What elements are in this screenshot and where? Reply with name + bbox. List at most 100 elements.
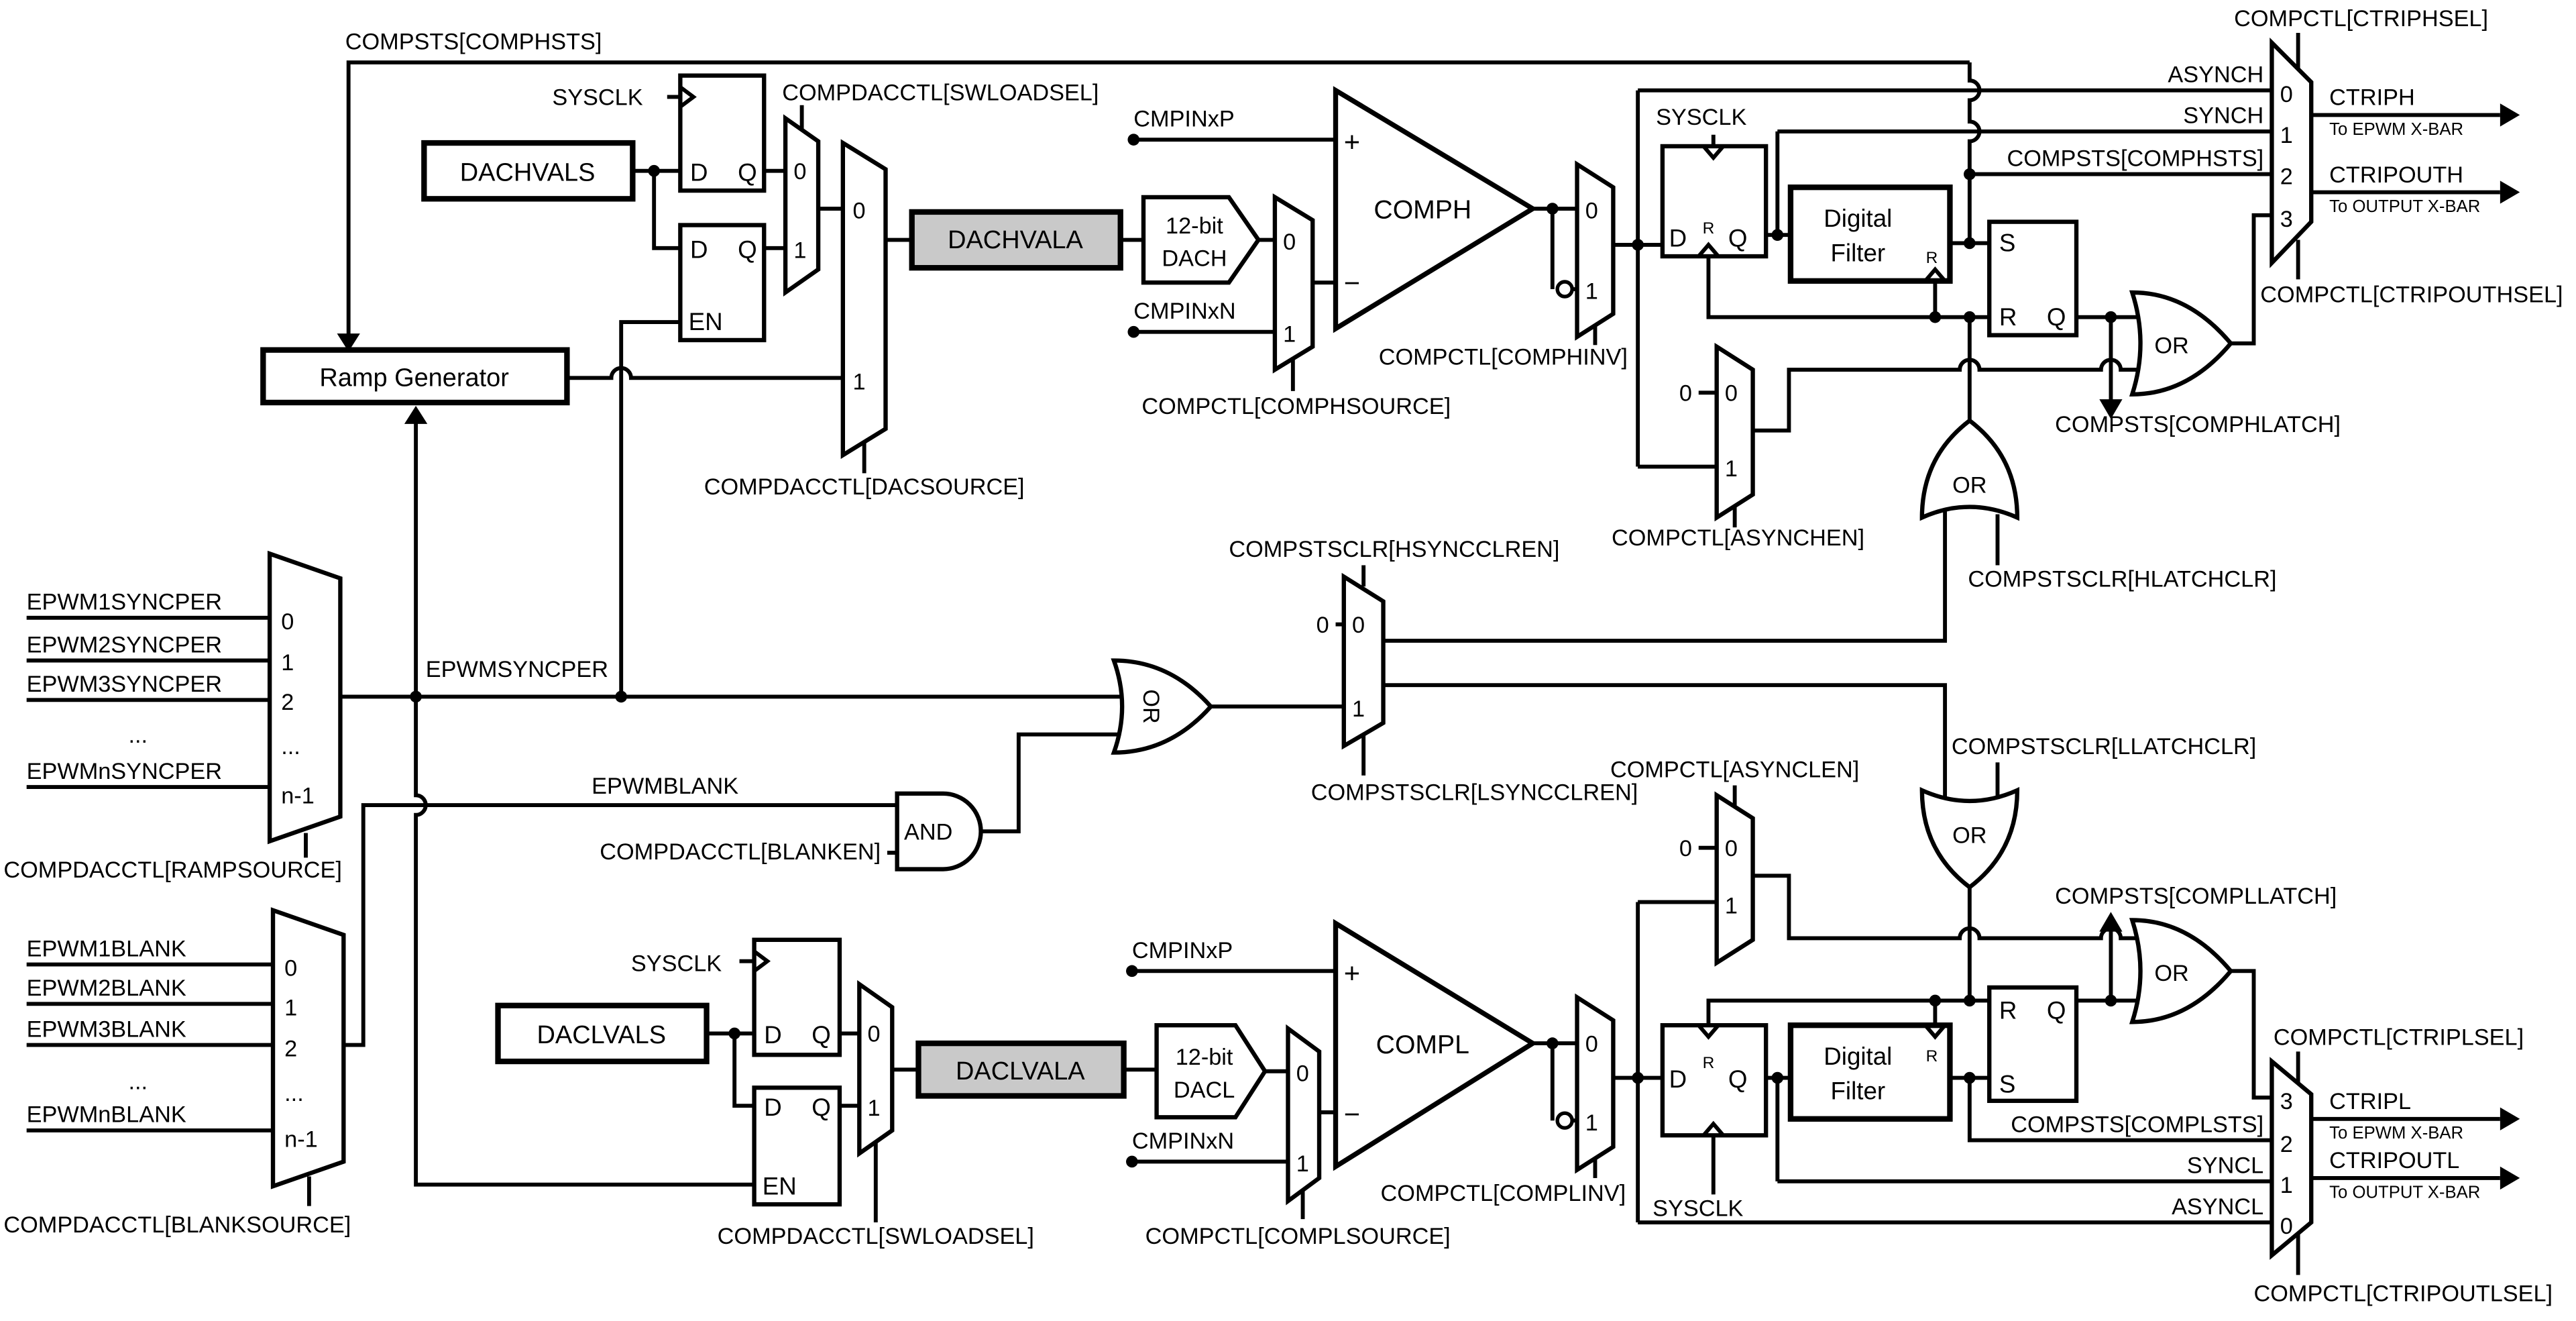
- dach-line2: DACH: [1162, 246, 1227, 272]
- loadffh-d: D: [690, 158, 708, 186]
- syncffl-d: D: [1669, 1065, 1687, 1093]
- epwmblank-label: EPWMBLANK: [592, 774, 738, 799]
- invl-0: 0: [1585, 1031, 1598, 1057]
- dot: [615, 690, 628, 703]
- syncffh-r: R: [1703, 219, 1715, 237]
- swloadsel-low-label: COMPDACCTL[SWLOADSEL]: [718, 1224, 1034, 1249]
- loadffl-q: Q: [811, 1021, 831, 1049]
- epwm1blank-label: EPWM1BLANK: [27, 936, 186, 961]
- wires-comph: [346, 32, 2500, 697]
- syncffh-d: D: [1669, 224, 1687, 252]
- latchl-s: S: [1999, 1071, 2016, 1098]
- blank-ellipsis: ...: [129, 1069, 148, 1095]
- compl-trip-or-gate: [2129, 918, 2234, 1024]
- syncffl-r: R: [1703, 1054, 1715, 1072]
- clock-chevron-syncffl: [1701, 1120, 1725, 1137]
- ramp-generator-block: [260, 347, 570, 406]
- asynchen-0: 0: [1725, 381, 1738, 407]
- wire-syncper-inputs: [26, 615, 270, 790]
- rampsource-label: COMPDACCTL[RAMPSOURCE]: [3, 857, 342, 883]
- blank-and-gate: [895, 791, 983, 871]
- comph-minus: −: [1344, 267, 1360, 299]
- dot: [1632, 239, 1644, 251]
- digital-filter-low: [1787, 1022, 1953, 1122]
- epwm3syncper-label: EPWM3SYNCPER: [27, 672, 222, 697]
- dot: [1964, 168, 1976, 180]
- ctriphsel-label: COMPCTL[CTRIPHSEL]: [2234, 6, 2488, 32]
- dot: [1964, 1071, 1976, 1084]
- dacl-line2: DACL: [1174, 1077, 1235, 1103]
- syncper-blank-or-gate: [1111, 658, 1214, 755]
- dachvala-label: DACHVALA: [948, 226, 1083, 254]
- wire-ramp-out: [567, 366, 843, 380]
- dacl-load-flipflop: [752, 937, 842, 1057]
- swloadsel-mux-low: [857, 980, 895, 1158]
- sysclk-label-syncffl: SYSCLK: [1653, 1196, 1743, 1221]
- dach-line1: 12-bit: [1166, 213, 1223, 239]
- sysclk-label-bottom: SYSCLK: [631, 951, 722, 976]
- arrow-compllatch: [2099, 912, 2123, 932]
- invh-1: 1: [1585, 279, 1598, 305]
- blanksource-label: COMPDACCTL[BLANKSOURCE]: [3, 1212, 351, 1238]
- comph-label: COMPH: [1374, 196, 1471, 225]
- cmpinxn-high-label: CMPINxN: [1133, 299, 1235, 324]
- wire-orlatchh-to-mux3: [2231, 213, 2272, 346]
- outh-0: 0: [2280, 82, 2293, 107]
- orh-clear-label: OR: [1952, 473, 1986, 498]
- outh-2: 2: [2280, 164, 2293, 189]
- blanksource-mux: [270, 907, 346, 1190]
- reset-chevron-syncffh: [1697, 242, 1720, 258]
- wire-comphsts-feedback: [346, 60, 1970, 335]
- dacsource-1: 1: [853, 369, 866, 394]
- dot: [1964, 311, 1976, 323]
- filterl-line1: Digital: [1824, 1043, 1892, 1070]
- syncclr-const0: 0: [1317, 613, 1329, 638]
- epwm3blank-label: EPWM3BLANK: [27, 1016, 186, 1042]
- outh-3: 3: [2280, 207, 2293, 232]
- loadffl-d: D: [764, 1021, 782, 1049]
- latchh-q: Q: [2047, 303, 2066, 331]
- ctripl-dest-label: To EPWM X-BAR: [2329, 1124, 2463, 1143]
- srcl-1: 1: [1296, 1151, 1309, 1177]
- asynclen-const0: 0: [1679, 836, 1692, 861]
- rampmux-2: 2: [281, 690, 294, 715]
- arrow-into-ramp-top: [337, 333, 360, 352]
- asynchen-1: 1: [1725, 456, 1738, 482]
- compl-sync-flipflop: [1660, 1022, 1769, 1138]
- dot: [648, 164, 661, 177]
- epwm2syncper-label: EPWM2SYNCPER: [27, 632, 222, 657]
- wire-reset-line-l: [1706, 998, 1990, 1026]
- comphsts-mux-label: COMPSTS[COMPHSTS]: [2007, 146, 2264, 171]
- swloadl-1: 1: [868, 1096, 881, 1121]
- latchh-s: S: [1999, 229, 2016, 257]
- dacl-shadow-flipflop: [752, 1086, 842, 1207]
- wire-syncl: [1775, 1077, 2272, 1183]
- comphinv-label: COMPCTL[COMPHINV]: [1379, 345, 1628, 370]
- wire-and-out: [981, 732, 1124, 834]
- dacsource-0: 0: [853, 199, 866, 224]
- ctriplsel-label: COMPCTL[CTRIPLSEL]: [2274, 1025, 2524, 1051]
- ctripouthsel-label: COMPCTL[CTRIPOUTHSEL]: [2260, 282, 2563, 308]
- dachvala-register: [909, 209, 1123, 271]
- comphsts-feedback-label: COMPSTS[COMPHSTS]: [345, 29, 602, 54]
- dot: [1771, 1071, 1784, 1084]
- comphinv-bubble: [1555, 280, 1574, 299]
- clock-chevron-syncffh: [1701, 145, 1725, 161]
- syncclr-1: 1: [1352, 696, 1365, 722]
- hsyncclren-label: COMPSTSCLR[HSYNCCLREN]: [1229, 537, 1559, 562]
- cmpinxn-low-label: CMPINxN: [1132, 1128, 1234, 1154]
- wire-blank-inputs: [26, 962, 274, 1132]
- llatch-clear-or-gate: [1919, 787, 2020, 890]
- ctriph-label: CTRIPH: [2329, 85, 2415, 111]
- epwm1syncper-label: EPWM1SYNCPER: [27, 590, 222, 615]
- ctripl-label: CTRIPL: [2329, 1089, 2411, 1114]
- comph-trip-or-gate: [2129, 290, 2234, 397]
- compl-latch: [1987, 985, 2079, 1104]
- arrowheads: [337, 103, 2520, 1190]
- syncffl-q: Q: [1728, 1065, 1748, 1093]
- orl-clear-label: OR: [1952, 823, 1986, 848]
- arrow-ctripl: [2500, 1107, 2520, 1130]
- clock-chevron-loadffl: [752, 949, 771, 973]
- syncclr-mux: [1341, 572, 1386, 750]
